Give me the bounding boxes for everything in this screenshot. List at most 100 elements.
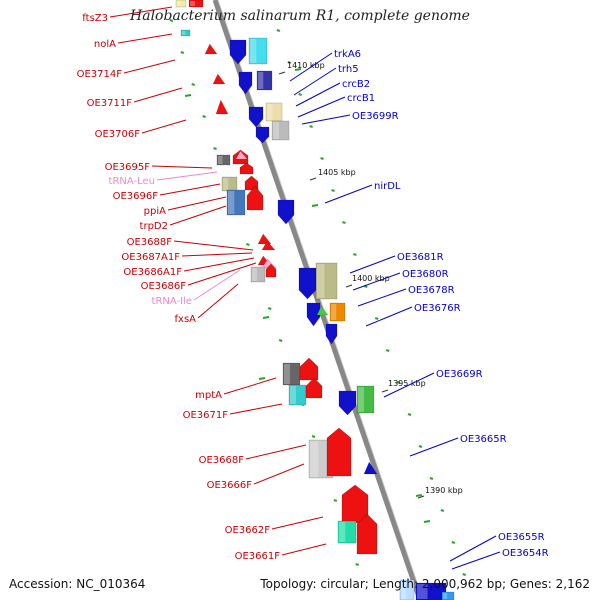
tick-mark bbox=[355, 563, 360, 566]
gene-arrow bbox=[306, 302, 321, 327]
scale-marker-label: 1395 kbp bbox=[388, 379, 426, 388]
gene-label-trka6: trkA6 bbox=[334, 49, 361, 60]
tick-mark bbox=[180, 51, 185, 54]
gene-label-fxsa: fxsA bbox=[175, 314, 197, 325]
gene-arrow bbox=[248, 106, 264, 128]
gene-triangle bbox=[316, 305, 329, 316]
label-leader-line bbox=[181, 252, 253, 257]
gene-arrow bbox=[325, 323, 338, 345]
gene-label-oe3665r: OE3665R bbox=[460, 434, 507, 445]
tick-mark bbox=[262, 316, 270, 319]
gene-label-oe3686f: OE3686F bbox=[141, 281, 187, 292]
gene-label-oe3669r: OE3669R bbox=[436, 369, 483, 380]
gene-label-oe3687a1f: OE3687A1F bbox=[121, 252, 180, 263]
tick-mark bbox=[415, 494, 423, 497]
tick-mark bbox=[374, 317, 379, 320]
label-leader-line bbox=[187, 262, 257, 286]
label-leader-line bbox=[223, 377, 277, 395]
map-title: Halobacterium salinarum R1, complete gen… bbox=[130, 8, 470, 24]
gene-label-mpta: mptA bbox=[195, 390, 222, 401]
label-leader-line bbox=[383, 372, 435, 398]
gene-block bbox=[248, 37, 268, 65]
label-leader-line bbox=[167, 196, 227, 211]
gene-block bbox=[356, 385, 375, 414]
gene-label-oe3654r: OE3654R bbox=[502, 548, 549, 559]
gene-arrow bbox=[326, 427, 352, 477]
gene-arrow bbox=[305, 377, 323, 399]
gene-highlight bbox=[401, 581, 406, 599]
accession-text: Accession: NC_010364 bbox=[9, 577, 146, 591]
gene-highlight bbox=[252, 268, 257, 281]
gene-highlight bbox=[290, 386, 296, 404]
gene-block bbox=[337, 520, 357, 544]
label-leader-line bbox=[324, 184, 373, 204]
gene-highlight bbox=[317, 264, 325, 298]
tick-mark bbox=[309, 125, 313, 128]
gene-label-oe3671f: OE3671F bbox=[183, 410, 229, 421]
label-leader-line bbox=[173, 240, 254, 251]
gene-block bbox=[415, 582, 447, 600]
gene-arrow bbox=[356, 513, 378, 555]
label-leader-line bbox=[449, 535, 497, 562]
gene-block bbox=[329, 302, 346, 322]
gene-block bbox=[256, 70, 273, 91]
tick-mark bbox=[169, 19, 174, 22]
gene-label-nirdl: nirDL bbox=[374, 181, 401, 192]
scale-tick bbox=[381, 389, 389, 393]
scale-tick bbox=[417, 495, 425, 499]
gene-arrow bbox=[238, 71, 253, 95]
label-leader-line bbox=[301, 114, 351, 125]
gene-arrow bbox=[265, 263, 277, 278]
label-leader-line bbox=[295, 82, 341, 107]
gene-block bbox=[399, 579, 415, 600]
gene-triangle bbox=[235, 150, 248, 160]
label-leader-line bbox=[451, 551, 501, 570]
label-leader-line bbox=[349, 255, 396, 274]
gene-label-ppia: ppiA bbox=[144, 206, 166, 217]
label-leader-line bbox=[229, 403, 283, 415]
gene-label-oe3668f: OE3668F bbox=[199, 455, 245, 466]
gene-block bbox=[175, 0, 187, 8]
gene-highlight bbox=[273, 122, 279, 139]
gene-triangle bbox=[215, 99, 229, 115]
tick-mark bbox=[462, 573, 467, 576]
label-leader-line bbox=[117, 33, 173, 44]
gene-arrow bbox=[338, 390, 357, 416]
tick-mark bbox=[294, 68, 302, 71]
gene-label-oe3714f: OE3714F bbox=[77, 69, 123, 80]
tick-mark bbox=[440, 509, 445, 512]
gene-label-crcb1: crcB1 bbox=[347, 93, 375, 104]
label-leader-line bbox=[183, 257, 255, 272]
gene-highlight bbox=[228, 191, 235, 214]
scale-marker-label: 1400 kbp bbox=[352, 274, 390, 283]
gene-arrow bbox=[277, 199, 295, 225]
tick-mark bbox=[331, 189, 335, 192]
gene-label-oe3706f: OE3706F bbox=[95, 129, 141, 140]
tick-mark bbox=[298, 93, 303, 96]
gene-label-oe3680r: OE3680R bbox=[402, 269, 449, 280]
label-leader-line bbox=[357, 288, 407, 307]
gene-block bbox=[271, 120, 290, 141]
tick-mark bbox=[258, 377, 266, 380]
label-leader-line bbox=[409, 437, 459, 457]
label-leader-line bbox=[193, 269, 241, 301]
gene-label-oe3655r: OE3655R bbox=[498, 532, 545, 543]
label-leader-line bbox=[352, 272, 401, 291]
gene-label-oe3686a1f: OE3686A1F bbox=[123, 267, 182, 278]
gene-label-trna-ile: tRNA-Ile bbox=[152, 296, 192, 307]
gene-label-oe3678r: OE3678R bbox=[408, 285, 455, 296]
gene-label-nola: nolA bbox=[94, 39, 116, 50]
scale-tick bbox=[278, 71, 286, 75]
scale-marker-label: 1410 kbp bbox=[287, 61, 325, 70]
gene-arrow bbox=[246, 185, 264, 211]
label-leader-line bbox=[109, 6, 173, 18]
label-leader-line bbox=[281, 543, 327, 556]
gene-highlight bbox=[331, 304, 337, 320]
gene-highlight bbox=[258, 72, 264, 89]
tick-mark bbox=[396, 381, 401, 384]
tick-mark bbox=[287, 61, 292, 64]
gene-arrow bbox=[298, 267, 317, 300]
gene-highlight bbox=[250, 39, 257, 63]
tick-mark bbox=[418, 445, 423, 448]
